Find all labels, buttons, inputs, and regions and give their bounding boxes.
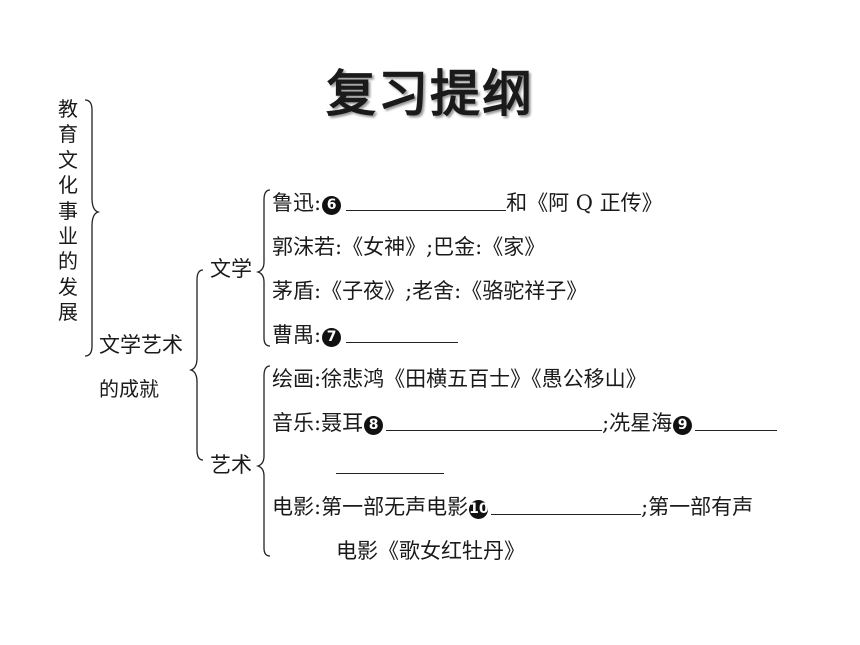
question-number-9: 9 bbox=[673, 416, 693, 435]
section-brace bbox=[188, 269, 204, 461]
literature-brace bbox=[255, 189, 271, 347]
lit-row-maodun: 茅盾:《子夜》;老舍:《骆驼祥子》 bbox=[272, 279, 588, 303]
art-row-film: 电影:第一部无声电影10;第一部有声 bbox=[272, 495, 754, 519]
question-number-6: 6 bbox=[322, 196, 342, 215]
question-number-7: 7 bbox=[322, 328, 342, 347]
section-label-line2: 的成就 bbox=[99, 377, 159, 401]
blank-6[interactable] bbox=[346, 192, 507, 211]
blank-8[interactable] bbox=[386, 412, 603, 431]
page-title: 复习提纲 bbox=[326, 64, 534, 123]
section-label-line1: 文学艺术 bbox=[99, 333, 183, 357]
blank-9-continued[interactable] bbox=[336, 455, 444, 474]
blank-9[interactable] bbox=[695, 412, 778, 431]
blank-10[interactable] bbox=[491, 496, 642, 515]
question-number-10: 10 bbox=[469, 500, 489, 519]
art-row-film-continued: 电影《歌女红牡丹》 bbox=[336, 539, 525, 563]
branch-art: 艺术 bbox=[210, 453, 252, 477]
art-brace bbox=[255, 365, 271, 557]
root-brace bbox=[84, 99, 101, 357]
root-label: 教育文 化事业 的发展 bbox=[58, 97, 78, 325]
blank-7[interactable] bbox=[346, 324, 459, 343]
question-number-8: 8 bbox=[364, 416, 384, 435]
branch-literature: 文学 bbox=[210, 257, 252, 281]
lit-row-caoyu: 曹禺:7 bbox=[272, 322, 459, 348]
art-row-painting: 绘画:徐悲鸿《田横五百士》《愚公移山》 bbox=[272, 367, 647, 391]
lit-row-guomoruo: 郭沫若:《女神》;巴金:《家》 bbox=[272, 235, 546, 259]
